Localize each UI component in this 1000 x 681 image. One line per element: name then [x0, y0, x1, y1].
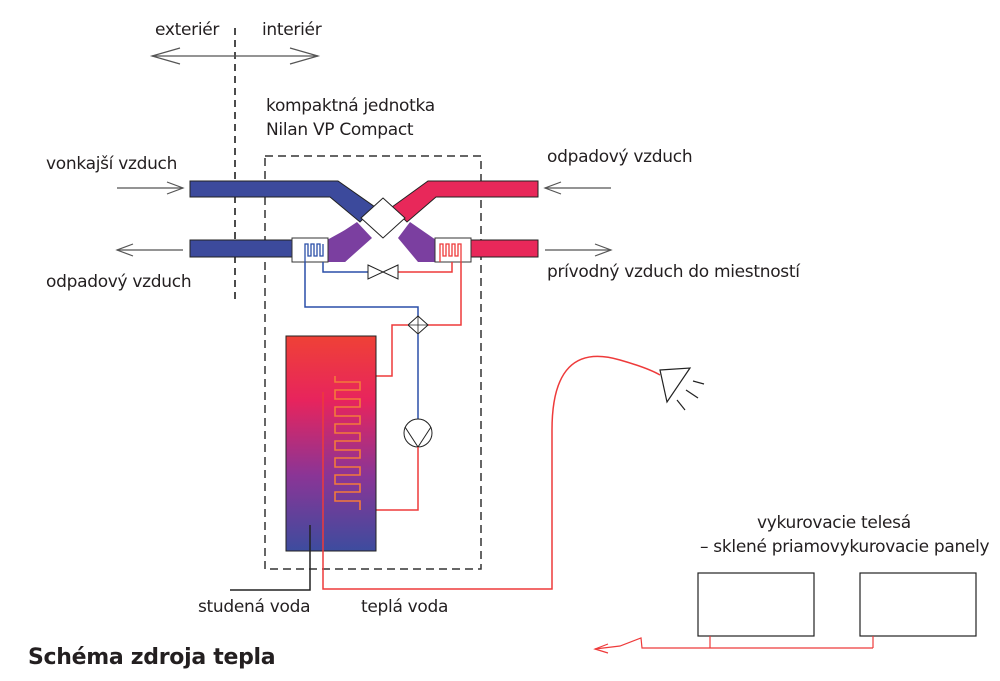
hot-water-outlet-pipe [322, 355, 661, 590]
label-extract-air: odpadový vzduch [547, 147, 693, 167]
shower-head-icon [659, 367, 705, 411]
duct-extract-air [391, 180, 539, 223]
heat-exchanger [360, 197, 406, 239]
compact-unit-boundary [264, 155, 482, 570]
evaporator-coil [304, 243, 324, 262]
duct-mixed-right [398, 222, 436, 262]
arrow-extract-in [543, 181, 611, 195]
cold-pipe-loop [304, 262, 419, 318]
heating-panel-2 [859, 572, 977, 637]
pump-icon [403, 418, 433, 448]
label-supply-air: prívodný vzduch do miestností [547, 262, 800, 282]
refrigerant-line-cold [322, 262, 368, 273]
panel-supply-pipe [593, 636, 874, 654]
expansion-valve-icon [367, 264, 399, 280]
label-unit-line1: kompaktná jednotka [266, 96, 435, 116]
condenser-coil [439, 243, 462, 262]
condenser-box [434, 237, 472, 263]
diagram-title: Schéma zdroja tepla [28, 645, 276, 670]
four-way-valve-icon [407, 315, 429, 335]
duct-supply-air [469, 239, 539, 258]
zone-double-arrow [149, 47, 321, 65]
label-exterior: exteriér [155, 20, 220, 40]
label-outdoor-air: vonkajší vzduch [46, 154, 178, 174]
refrigerant-line-hot [398, 262, 453, 273]
label-heaters-line2: – sklené priamovykurovacie panely [700, 537, 990, 557]
label-hot-water: teplá voda [361, 597, 449, 617]
label-cold-water: studená voda [198, 597, 311, 617]
hot-pipe-loop [428, 262, 462, 326]
duct-outdoor-air [189, 180, 376, 223]
label-heaters-line1: vykurovacie telesá [757, 513, 911, 533]
heating-panel-1 [697, 572, 815, 637]
evaporator-box [291, 237, 329, 263]
duct-exhaust-air [189, 239, 294, 258]
hot-water-tank [285, 335, 377, 552]
arrow-outdoor-in [117, 181, 185, 195]
label-exhaust-air: odpadový vzduch [46, 272, 192, 292]
tank-heating-coil [334, 376, 361, 510]
cold-water-inlet-pipe [230, 525, 311, 591]
arrow-supply-out [545, 243, 613, 257]
label-unit-line2: Nilan VP Compact [266, 120, 414, 140]
label-interior: interiér [262, 20, 322, 40]
duct-mixed-left-b [327, 224, 368, 262]
arrow-exhaust-out [115, 243, 183, 257]
